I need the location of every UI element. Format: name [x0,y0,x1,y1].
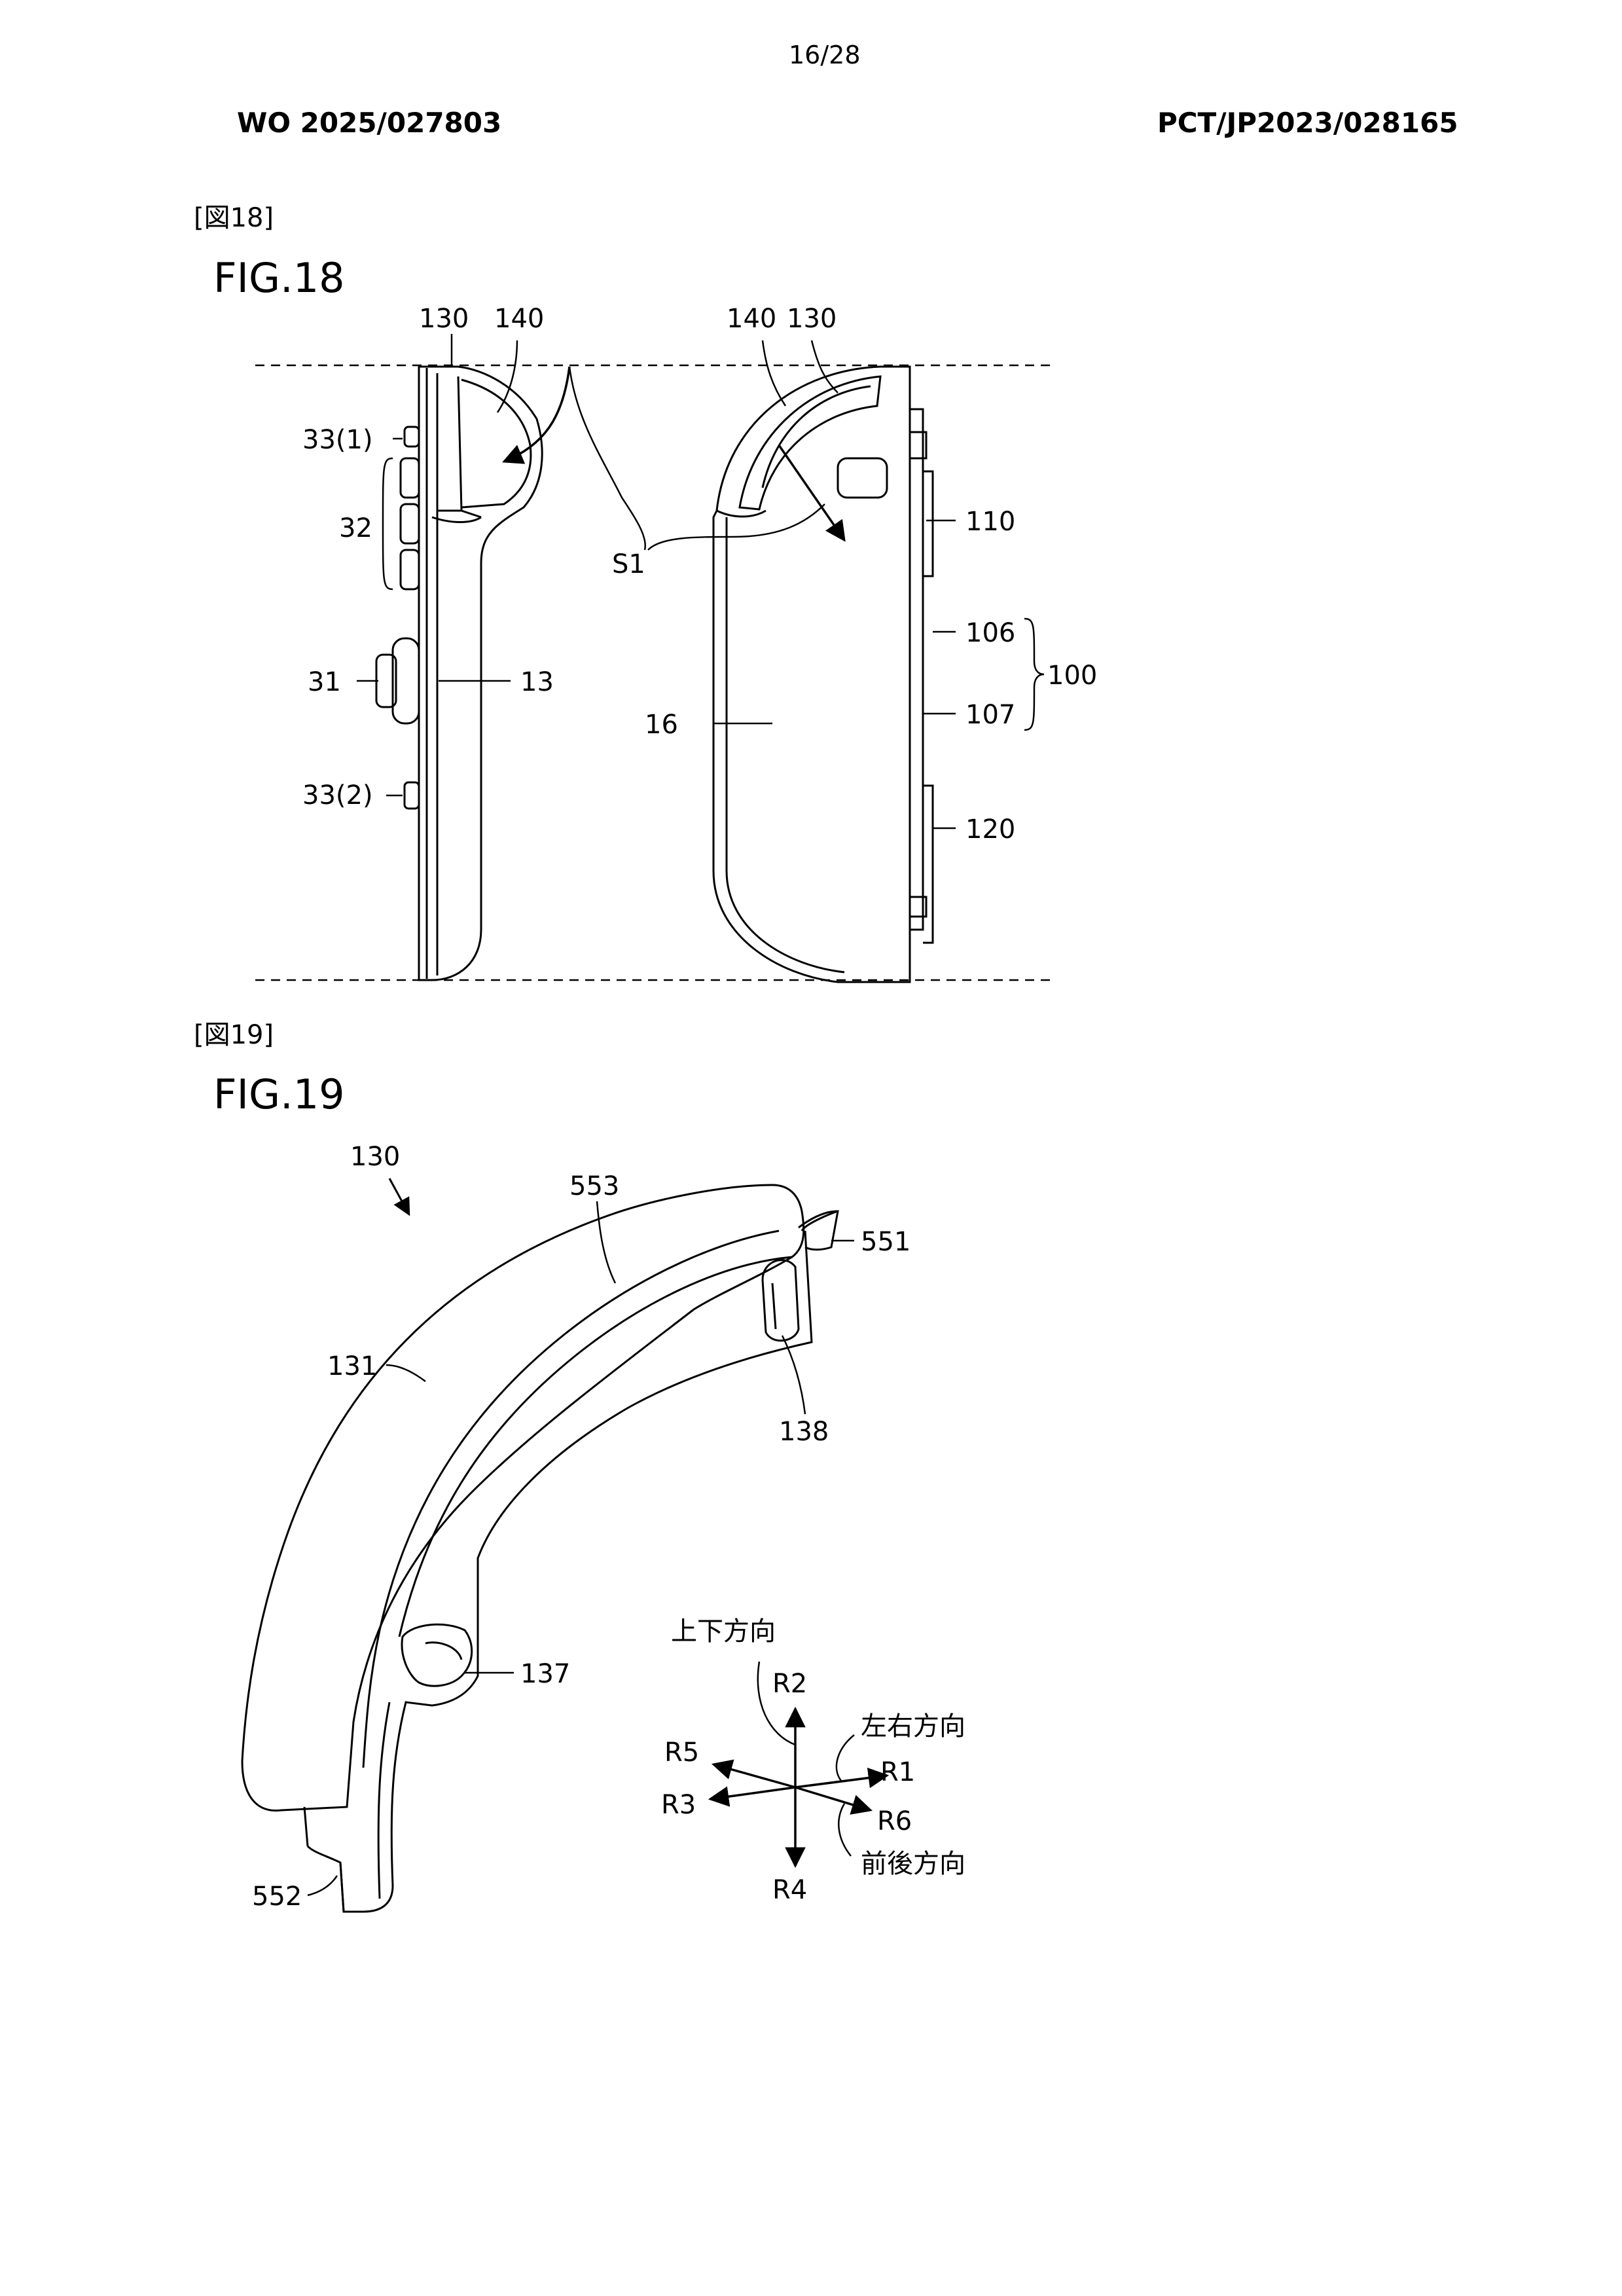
label-33-2: 33(2) [302,780,373,811]
label-32: 32 [339,513,372,543]
label-31: 31 [308,667,341,697]
label-lateral-direction: 左右方向 [861,1711,965,1741]
label-R3: R3 [661,1790,696,1820]
label-front-back-direction: 前後方向 [861,1849,965,1879]
publication-number: WO 2025/027803 [237,107,502,139]
label-13: 13 [520,667,554,697]
attachment-front-view [712,365,934,983]
label-vertical-direction: 上下方向 [671,1616,776,1647]
application-number: PCT/JP2023/028165 [1157,107,1458,139]
label-131: 131 [327,1351,377,1381]
label-R6: R6 [877,1806,912,1836]
fig18-drawing: 130 140 140 130 33(1) 32 31 13 33(2) S1 … [255,304,1097,983]
label-140-left: 140 [494,304,544,334]
label-100: 100 [1047,661,1097,691]
label-S1: S1 [612,549,645,579]
label-R4: R4 [772,1875,807,1905]
label-552: 552 [252,1882,302,1912]
label-33-1: 33(1) [302,425,373,455]
page-number: 16/28 [789,41,861,69]
direction-axes [708,1661,890,1868]
fig18-tag: [図18] [194,203,274,233]
label-138: 138 [779,1417,829,1447]
fig19-title: FIG.19 [213,1070,345,1118]
label-R2: R2 [772,1669,807,1699]
label-110: 110 [965,507,1015,537]
label-107: 107 [965,700,1015,730]
label-140-right: 140 [727,304,776,334]
label-106: 106 [965,618,1015,648]
label-R5: R5 [664,1738,699,1768]
label-R1: R1 [880,1757,915,1787]
label-137: 137 [520,1659,570,1689]
controller-side-view [375,365,571,981]
label-130-left: 130 [419,304,469,334]
label-130: 130 [350,1142,400,1172]
fig18-title: FIG.18 [213,254,345,302]
label-551: 551 [861,1227,910,1257]
label-130-right: 130 [787,304,837,334]
label-120: 120 [965,814,1015,845]
fig19-tag: [図19] [194,1020,274,1050]
fig19-drawing: 130 553 551 131 138 137 552 上下方向 左右方向 前後… [241,1142,965,1913]
label-553: 553 [569,1171,619,1201]
label-16: 16 [645,710,678,740]
